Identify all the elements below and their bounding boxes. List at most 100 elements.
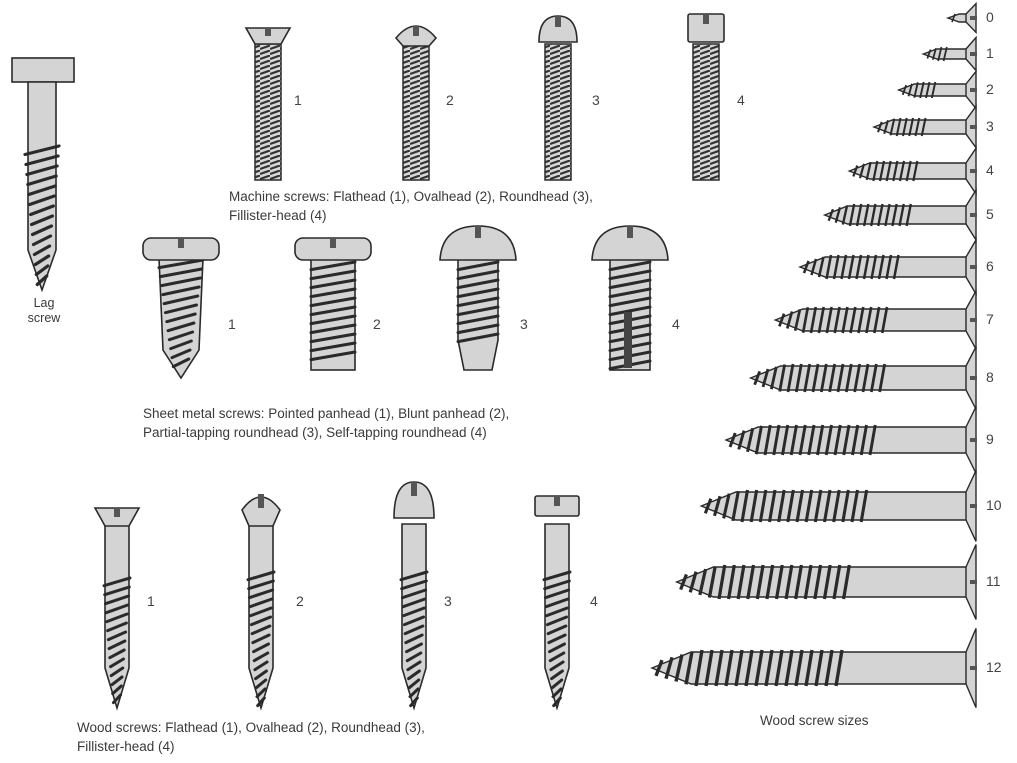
machine-caption-line2: Fillister-head (4) [229,206,593,225]
slot [970,666,977,670]
slot [475,226,481,238]
wood-number-3: 3 [444,593,452,609]
size-label-4: 4 [986,162,994,178]
size-screw-2 [899,71,977,108]
size-screw-9 [726,407,977,474]
wood-screw-fillister-head [535,496,579,708]
sheet-caption-line2: Partial-tapping roundhead (3), Self-tapp… [143,423,509,442]
wood-screws-group [95,482,579,708]
machine-number-4: 4 [737,92,745,108]
size-screw-8 [751,347,977,409]
slot [555,16,561,27]
machine-screw-roundhead [539,16,577,180]
threaded-shank [255,44,281,180]
size-label-1: 1 [986,45,994,61]
slot [970,438,977,442]
size-screw-shank [948,14,968,22]
size-label-3: 3 [986,118,994,134]
sheet-metal-screws-caption: Sheet metal screws: Pointed panhead (1),… [143,404,509,442]
machine-screws-group [246,14,724,180]
size-screw-5 [825,190,977,240]
sheet-caption-line1: Sheet metal screws: Pointed panhead (1),… [143,404,509,423]
wood-number-1: 1 [147,593,155,609]
slot [411,482,417,496]
sheet-number-1: 1 [228,316,236,332]
size-screw-0 [948,4,977,33]
slot [178,238,184,248]
size-screw-10 [701,471,977,542]
machine-screws-caption: Machine screws: Flathead (1), Ovalhead (… [229,187,593,225]
wood-screw-flathead [95,508,139,708]
sheet-metal-screws-group [143,226,668,378]
lag-label-line1: Lag [20,296,68,311]
size-screw-1 [923,38,977,71]
slot [970,318,977,322]
wood-screws-caption: Wood screws: Flathead (1), Ovalhead (2),… [77,718,425,756]
lag-screw [12,58,74,290]
wood-caption-line2: Fillister-head (4) [77,737,425,756]
size-screw-12 [652,628,977,707]
slot [970,376,977,380]
sheet-screw-pointed-panhead [143,238,219,378]
wood-screw-ovalhead [242,494,280,708]
slot [330,238,336,248]
wood-caption-line1: Wood screws: Flathead (1), Ovalhead (2),… [77,718,425,737]
sheet-number-3: 3 [520,316,528,332]
wood-screw-roundhead [394,482,434,708]
lag-label-line2: screw [20,311,68,326]
size-label-12: 12 [986,659,1002,675]
size-label-7: 7 [986,311,994,327]
slot [114,508,120,517]
slot [703,14,709,24]
machine-number-3: 3 [592,92,600,108]
slot [413,26,419,36]
size-screw-3 [874,106,977,147]
slot [258,494,264,508]
machine-screw-fillister-head [688,14,724,180]
machine-number-2: 2 [446,92,454,108]
machine-screw-ovalhead [396,26,436,180]
slot [970,580,977,584]
threaded-shank [545,44,571,180]
slot [970,52,977,56]
machine-screw-flathead [246,28,290,180]
size-label-0: 0 [986,9,994,25]
sheet-screw-self-tapping-roundhead [592,226,668,370]
machine-caption-line1: Machine screws: Flathead (1), Ovalhead (… [229,187,593,206]
wood-number-4: 4 [590,593,598,609]
slot [265,28,271,36]
size-label-8: 8 [986,369,994,385]
size-screw-shank [800,257,968,277]
size-screw-6 [800,240,977,294]
slot [970,88,977,92]
slot [970,265,977,269]
size-screw-4 [849,148,977,194]
sheet-number-2: 2 [373,316,381,332]
wood-screw-sizes-caption: Wood screw sizes [760,711,869,730]
size-label-6: 6 [986,258,994,274]
slot [970,16,977,20]
size-label-10: 10 [986,497,1002,513]
size-label-2: 2 [986,81,994,97]
threaded-shank [693,44,719,180]
slot [554,496,560,506]
slot [970,504,977,508]
slot [970,125,977,129]
slot [970,169,977,173]
lag-screw-label: Lag screw [20,296,68,326]
size-screw-7 [775,291,977,349]
wood-number-2: 2 [296,593,304,609]
size-label-9: 9 [986,431,994,447]
machine-number-1: 1 [294,92,302,108]
size-screw-11 [677,545,977,620]
slot [627,226,633,238]
sheet-number-4: 4 [672,316,680,332]
square-head [12,58,74,82]
size-label-11: 11 [986,573,1001,589]
size-label-5: 5 [986,206,994,222]
slot [970,213,977,217]
threaded-shank [403,44,429,180]
sheet-screw-blunt-panhead [295,238,371,370]
cutting-flute [624,312,632,368]
